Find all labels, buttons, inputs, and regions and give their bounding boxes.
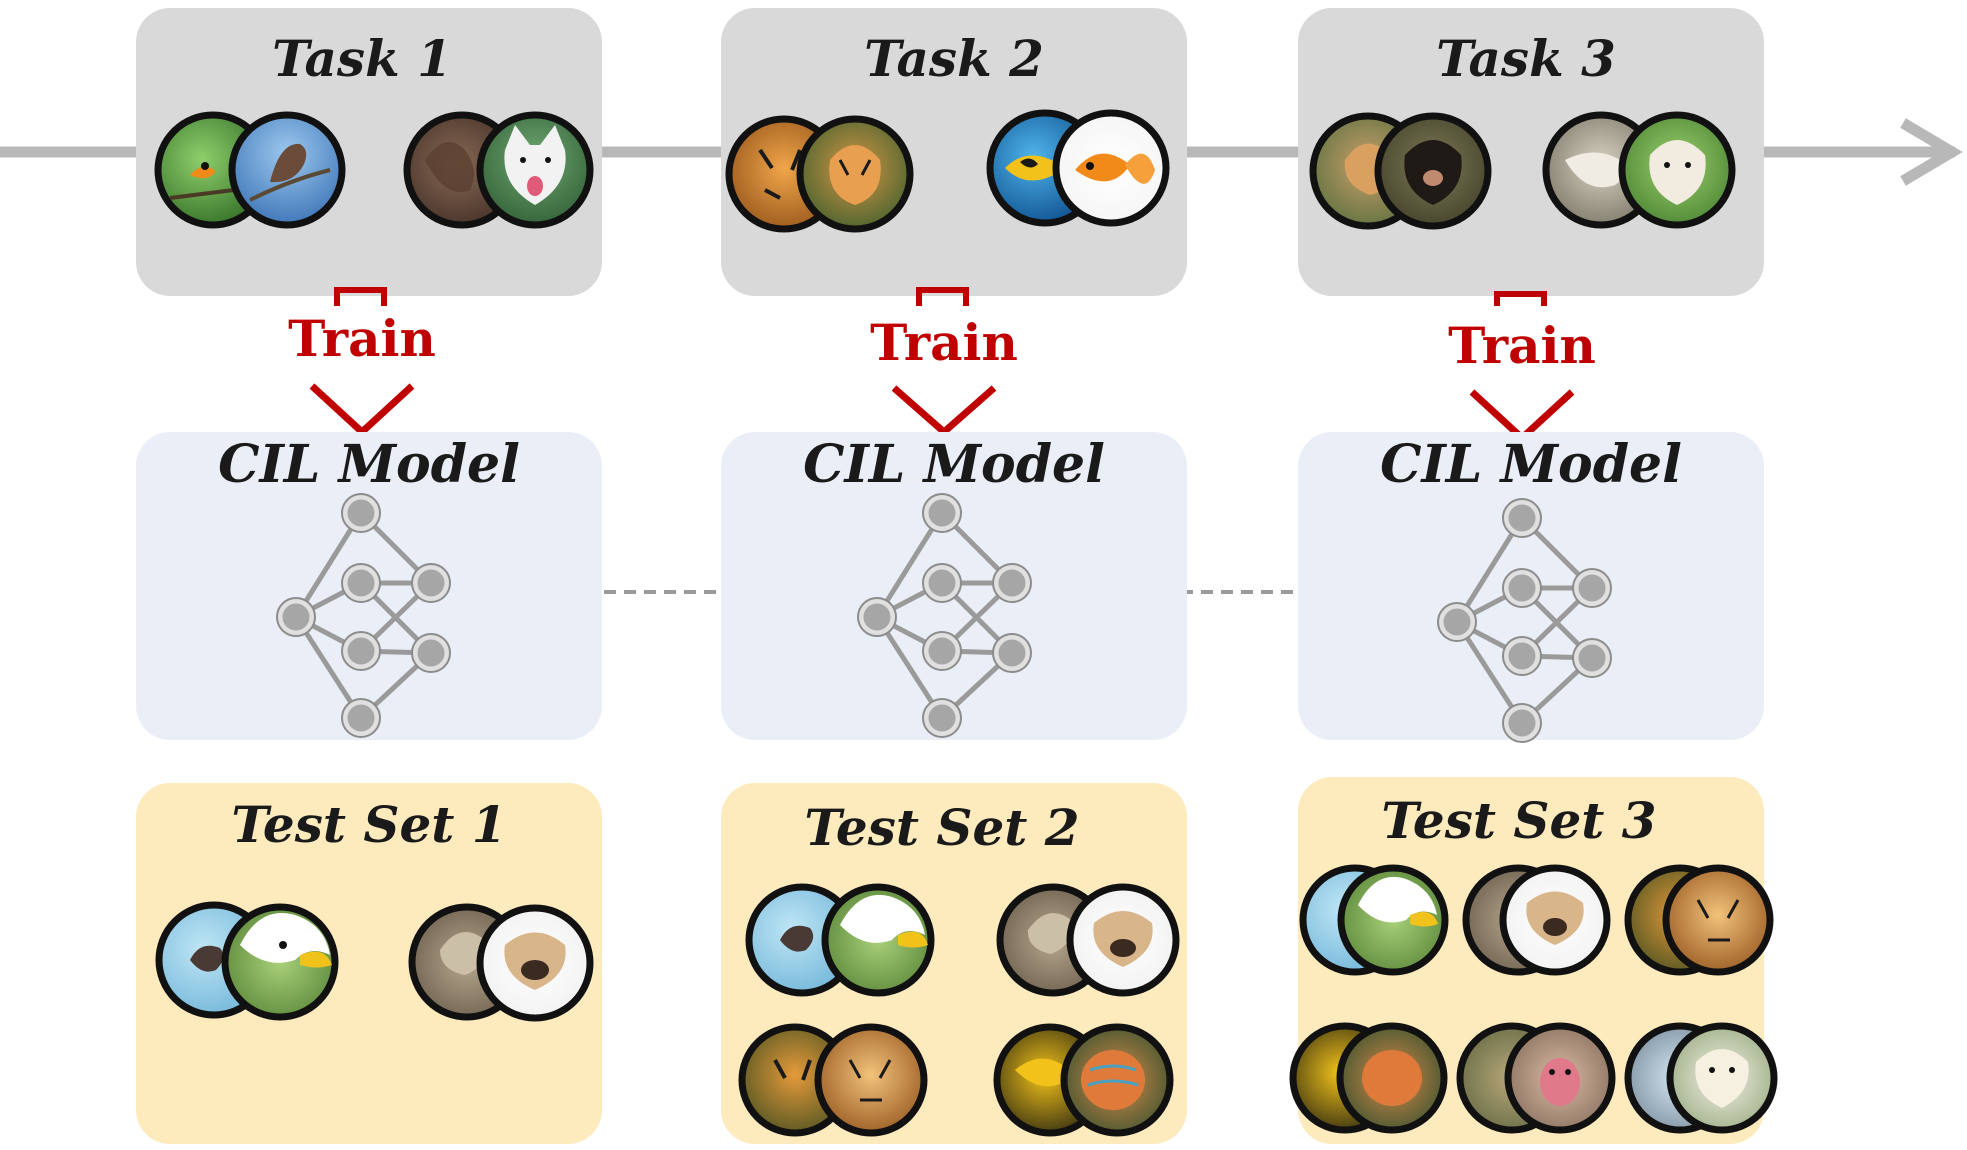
node [1503,704,1541,742]
tiger-closeup-image [1662,864,1774,976]
node [277,598,315,636]
column-3: Task 3 Train CIL Model [1289,8,1778,1144]
task-box-1 [136,8,602,296]
train-label-2: Train [870,313,1018,372]
node [342,564,380,602]
test2-tiger-pair [738,1023,928,1137]
train-arrow-stem-1 [334,287,387,306]
test-box-1 [136,783,602,1144]
test3-bird-pair [1299,864,1449,976]
node [1573,639,1611,677]
test-title-3: Test Set 3 [1381,791,1656,850]
train-arrow-head-2 [891,385,997,437]
train-label-1: Train [288,309,436,368]
node [993,564,1031,602]
node [923,632,961,670]
node [412,564,450,602]
test3-dog-pair [1462,864,1611,976]
train-label-3: Train [1448,316,1596,375]
network-graph-3 [1437,498,1612,743]
task3-sheep-pair [1542,111,1736,229]
network-graph-2 [857,493,1032,738]
task-title-1: Task 1 [272,29,452,88]
test-title-2: Test Set 2 [804,798,1079,857]
train-arrow-3: Train [1448,291,1596,443]
test1-bird-pair [155,901,339,1021]
node [993,634,1031,672]
test3-fish-pair [1289,1022,1448,1134]
column-2: Task 2 Train CIL Model [721,8,1187,1144]
test2-bird-pair [745,883,935,997]
model-title-2: CIL Model [803,434,1105,495]
node [1438,603,1476,641]
task-title-2: Task 2 [864,29,1044,88]
train-arrow-head-1 [309,383,415,437]
node [923,494,961,532]
node [1503,569,1541,607]
node [923,699,961,737]
node [923,564,961,602]
node [1503,637,1541,675]
node [1573,569,1611,607]
node [412,634,450,672]
test-title-1: Test Set 1 [231,795,506,854]
node [858,598,896,636]
column-1: Task 1 Train CIL Model [136,8,602,1144]
task2-tiger-pair [725,115,914,233]
node [342,632,380,670]
task1-dog-pair [403,111,594,229]
test3-sheep-pair [1624,1022,1778,1134]
tiger-closeup-image [814,1023,928,1137]
train-arrow-stem-2 [916,287,969,306]
test3-tiger-pair [1624,864,1774,976]
task3-monkey-pair [1309,112,1492,230]
test2-dog-pair [996,883,1180,997]
test1-dog-pair [408,903,594,1022]
task-title-3: Task 3 [1436,29,1616,88]
node [342,494,380,532]
node [342,699,380,737]
model-title-3: CIL Model [1380,434,1682,495]
train-arrow-1: Train [288,287,436,437]
train-arrow-head-3 [1469,389,1575,443]
model-title-1: CIL Model [218,434,520,495]
task2-fish-pair [986,109,1170,227]
task1-bird-pair [154,111,346,229]
node [1503,499,1541,537]
test2-fish-pair [993,1023,1174,1137]
network-graph-1 [276,493,451,738]
train-arrow-2: Train [870,287,1018,437]
train-arrow-stem-3 [1494,291,1547,306]
timeline-arrowhead [1900,118,1963,186]
test3-monkey-pair [1456,1022,1616,1134]
